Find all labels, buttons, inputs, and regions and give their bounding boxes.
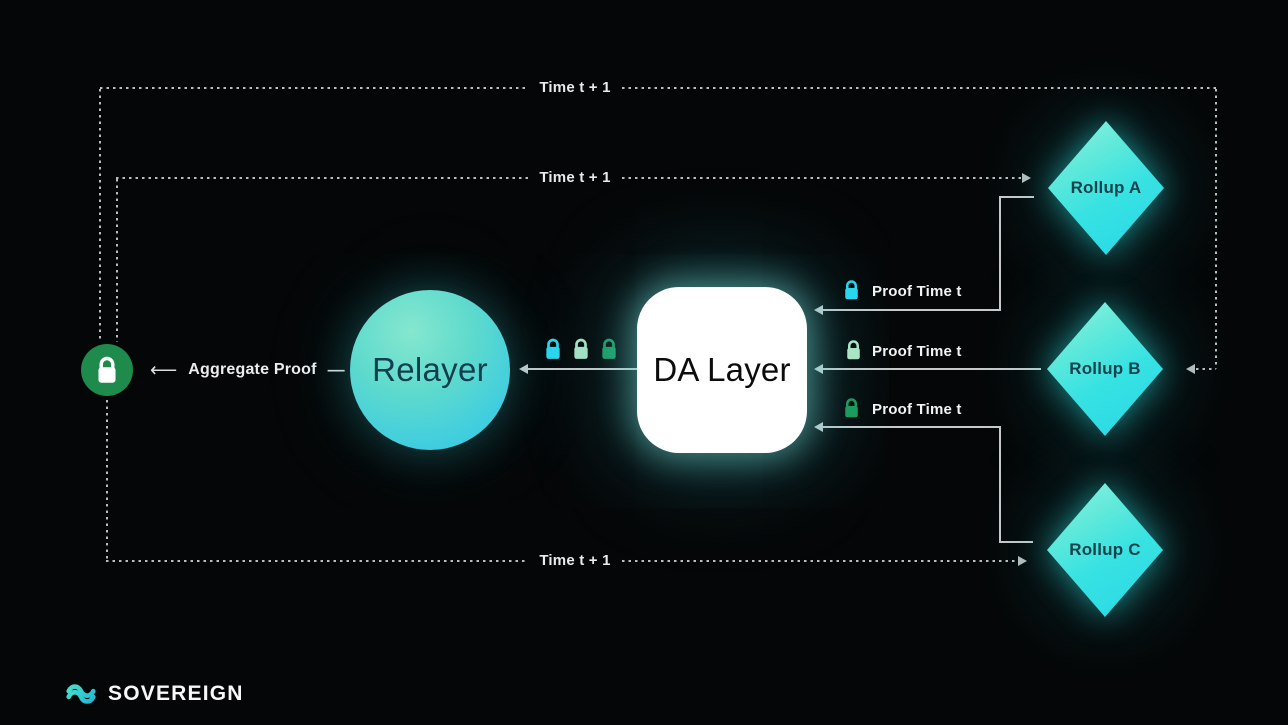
rollup-b-node: Rollup B bbox=[1047, 302, 1163, 436]
aggregate-proof-badge bbox=[81, 344, 133, 396]
aggregate-proof-label: Aggregate Proof bbox=[188, 361, 317, 378]
connector-line bbox=[822, 309, 1001, 311]
relayer-node: Relayer bbox=[350, 290, 510, 450]
rollup-c-node: Rollup C bbox=[1047, 483, 1163, 617]
dashed-line bbox=[622, 87, 1217, 89]
rollup-a-node: Rollup A bbox=[1048, 121, 1164, 255]
dashed-line bbox=[106, 560, 528, 562]
proof-time-label: Proof Time t bbox=[872, 343, 962, 360]
time-label: Time t + 1 bbox=[539, 169, 611, 186]
dashed-line bbox=[1196, 368, 1216, 370]
connector-line bbox=[999, 541, 1033, 543]
dash-icon: — bbox=[327, 360, 345, 379]
time-label: Time t + 1 bbox=[539, 79, 611, 96]
proof-time-label: Proof Time t bbox=[872, 283, 962, 300]
dashed-line bbox=[99, 89, 101, 342]
connector-line bbox=[822, 426, 1001, 428]
mint-lock-icon bbox=[845, 339, 862, 361]
arrowhead-icon bbox=[814, 422, 823, 432]
mint-lock-icon bbox=[572, 337, 590, 361]
sovereign-logo-icon bbox=[64, 678, 98, 710]
rollup-b-label: Rollup B bbox=[1069, 359, 1141, 378]
connector-line bbox=[999, 196, 1001, 310]
da-layer-node: DA Layer bbox=[637, 287, 807, 453]
connector-line bbox=[999, 428, 1001, 543]
diamond-shape: Rollup B bbox=[1047, 302, 1163, 436]
connector-line bbox=[527, 368, 637, 370]
da-layer-label: DA Layer bbox=[653, 351, 791, 388]
diamond-shape: Rollup A bbox=[1048, 121, 1164, 255]
connector-line bbox=[999, 196, 1034, 198]
dashed-line bbox=[116, 179, 118, 342]
dashed-line bbox=[116, 177, 528, 179]
proof-time-label: Proof Time t bbox=[872, 401, 962, 418]
lock-icon bbox=[95, 355, 119, 385]
arrowhead-icon bbox=[1186, 364, 1195, 374]
rollup-c-label: Rollup C bbox=[1069, 540, 1141, 559]
dashed-line bbox=[1215, 89, 1217, 369]
arrowhead-icon bbox=[1022, 173, 1031, 183]
dashed-line bbox=[622, 177, 1022, 179]
dashed-line bbox=[106, 400, 108, 560]
arrowhead-icon bbox=[814, 305, 823, 315]
arrowhead-icon bbox=[519, 364, 528, 374]
cyan-lock-icon bbox=[544, 337, 562, 361]
cyan-lock-icon bbox=[843, 279, 860, 301]
arrowhead-icon bbox=[814, 364, 823, 374]
green-lock-icon bbox=[600, 337, 618, 361]
time-label: Time t + 1 bbox=[539, 552, 611, 569]
relayer-label: Relayer bbox=[372, 351, 488, 388]
diamond-shape: Rollup C bbox=[1047, 483, 1163, 617]
left-arrow-icon: ⟵ bbox=[150, 359, 178, 381]
dashed-line bbox=[100, 87, 528, 89]
dashed-line bbox=[622, 560, 1018, 562]
arrowhead-icon bbox=[1018, 556, 1027, 566]
connector-line bbox=[822, 368, 1041, 370]
aggregate-proof-label-row: ⟵ Aggregate Proof — bbox=[150, 360, 345, 380]
sovereign-brand: SOVEREIGN bbox=[64, 678, 244, 710]
green-lock-icon bbox=[843, 397, 860, 419]
rollup-a-label: Rollup A bbox=[1070, 178, 1142, 197]
brand-name: SOVEREIGN bbox=[108, 682, 244, 705]
